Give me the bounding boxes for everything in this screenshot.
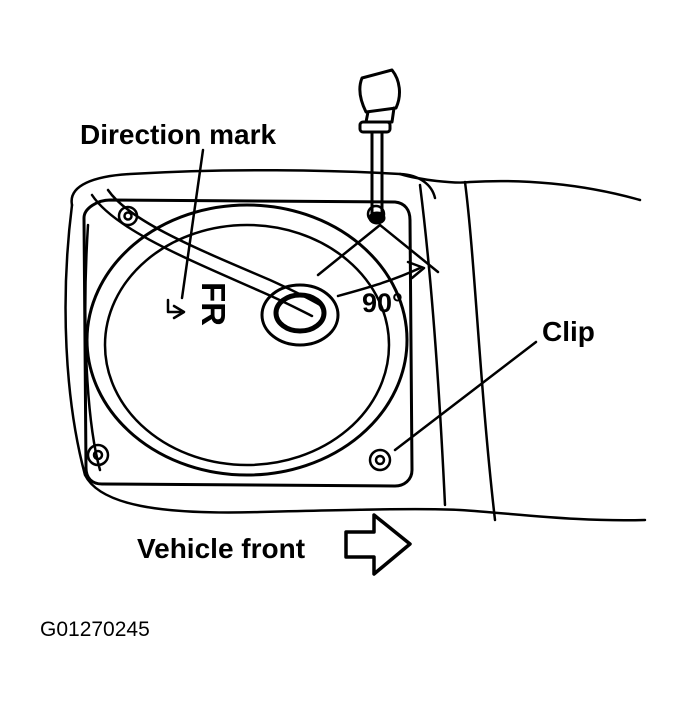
direction-arrow-icon (166, 298, 186, 320)
cap-marking-label: FR (195, 282, 232, 326)
center-boss (260, 283, 340, 347)
clip-fasteners (86, 204, 392, 472)
leader-lines (180, 148, 538, 452)
figure-code: G01270245 (40, 618, 150, 641)
rotation-indicator (316, 223, 440, 298)
lid-flange (82, 198, 414, 488)
direction-mark-label: Direction mark (80, 119, 277, 150)
gasket-ring (85, 203, 409, 477)
vehicle-front-label: Vehicle front (137, 533, 306, 564)
clip-label: Clip (542, 316, 595, 347)
vehicle-front-arrow-icon (344, 513, 412, 576)
screwdriver-icon (358, 68, 401, 225)
cap-disc (103, 223, 391, 467)
angle-label: 90° (362, 288, 403, 318)
